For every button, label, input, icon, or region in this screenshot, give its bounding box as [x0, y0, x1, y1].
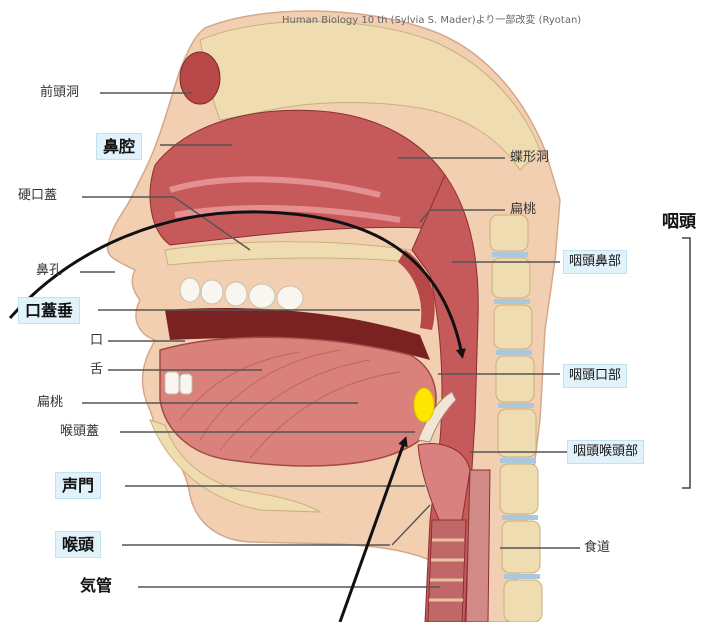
- lower-teeth: [165, 372, 192, 394]
- yellow-marker: [414, 388, 434, 422]
- source-credit: Human Biology 10 th (Sylvia S. Mader)より一…: [282, 11, 581, 26]
- esophagus-shape: [466, 470, 490, 622]
- pharynx-bracket: [682, 238, 690, 488]
- label-nostril: 鼻孔: [36, 264, 62, 277]
- label-mouth: 口: [90, 334, 103, 347]
- frontal-sinus-shape: [180, 52, 220, 104]
- label-glottis: 声門: [55, 472, 101, 499]
- label-tonsil-left: 扁桃: [37, 396, 63, 409]
- label-trachea: 気管: [80, 578, 112, 594]
- label-frontal-sinus: 前頭洞: [40, 86, 79, 99]
- tongue-shape: [160, 337, 436, 466]
- label-esophagus: 食道: [584, 541, 610, 554]
- label-hard-palate: 硬口蓋: [18, 189, 57, 202]
- label-tonsil-right: 扁桃: [510, 203, 536, 216]
- label-sphenoid-sinus: 蝶形洞: [510, 151, 549, 164]
- trachea-shape: [428, 520, 466, 622]
- label-pharynx-group: 咽頭: [662, 207, 696, 232]
- label-oropharynx: 咽頭口部: [563, 364, 627, 388]
- label-soft-palate: 口蓋垂: [18, 297, 80, 324]
- label-larynx: 喉頭: [55, 531, 101, 558]
- label-nasal-cavity: 鼻腔: [96, 133, 142, 160]
- label-tongue: 舌: [90, 363, 103, 376]
- label-epiglottis: 喉頭蓋: [60, 425, 99, 438]
- label-nasopharynx: 咽頭鼻部: [563, 250, 627, 274]
- label-laryngopharynx: 咽頭喉頭部: [567, 440, 644, 464]
